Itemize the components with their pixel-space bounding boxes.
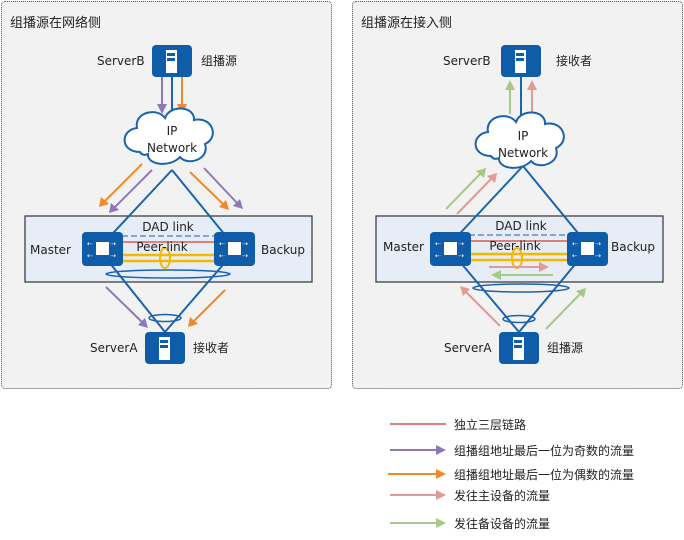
even-flow-arrowhead <box>219 200 229 210</box>
svg-text:⇢: ⇢ <box>458 252 464 260</box>
to-master-arrow <box>464 290 501 327</box>
to-backup-arrowhead <box>505 80 515 90</box>
svg-text:⇠: ⇠ <box>435 252 441 260</box>
eth-trunk-ring <box>105 269 231 279</box>
svg-text:⇠: ⇠ <box>572 252 578 260</box>
to-master-arrowhead <box>487 173 497 183</box>
svg-text:⇢: ⇢ <box>595 252 601 260</box>
peer-link-bundle <box>159 247 171 269</box>
legend-arrow-icon <box>390 518 446 528</box>
ip-network-cloud <box>474 111 565 169</box>
even-flow-arrowhead <box>99 197 109 207</box>
peer-link-label: Peer-link <box>489 239 540 253</box>
to-master-arrowhead <box>527 80 537 90</box>
serverb-role: 接收者 <box>556 53 592 68</box>
even-flow-arrow <box>189 171 225 206</box>
svg-text:⇠: ⇠ <box>87 240 93 248</box>
legend-arrow-icon <box>388 469 446 479</box>
panel-title: 组播源在接入侧 <box>361 16 453 31</box>
odd-flow-arrow <box>113 169 153 209</box>
switch-master-icon: ⇠ ⇠ ⇢ ⇢ <box>82 232 123 266</box>
even-flow-arrow <box>103 163 143 203</box>
diagram-network-side: IP Network DAD link Peer-link ⇠ ⇠ ⇢ ⇢ ⇠ <box>24 45 313 364</box>
to-master-arrowhead <box>539 262 549 272</box>
legend-arrow-icon <box>390 490 446 500</box>
dad-link-label: DAD link <box>142 220 194 234</box>
legend-arrow-icon <box>390 445 446 455</box>
link-cloud-master <box>449 165 524 245</box>
eth-trunk-ring <box>472 283 570 293</box>
switch-backup-icon: ⇠ ⇠ ⇢ ⇢ <box>214 232 255 266</box>
to-backup-arrowhead <box>476 168 486 178</box>
peer-link-label: Peer-link <box>136 240 187 254</box>
backup-label: Backup <box>611 240 655 254</box>
even-flow-arrow <box>192 289 226 323</box>
server-bond-ring <box>148 313 182 323</box>
odd-flow-arrowhead <box>233 199 243 209</box>
legend-item-even-flow: 组播组地址最后一位为偶数的流量 <box>388 464 634 484</box>
serverb-label: ServerB <box>97 54 145 68</box>
servera-icon <box>145 332 185 364</box>
to-backup-arrow <box>445 172 482 210</box>
legend-label: 组播组地址最后一位为奇数的流量 <box>454 443 635 458</box>
svg-text:⇢: ⇢ <box>110 252 116 260</box>
servera-role: 接收者 <box>193 340 229 355</box>
legend-line-icon <box>390 423 446 425</box>
even-flow-arrowhead <box>188 317 198 327</box>
to-master-arrowhead <box>460 286 470 296</box>
diagram-access-side: IP Network DAD link Peer-link ⇠ ⇠ ⇢ ⇢ ⇠ ⇠ <box>375 45 664 364</box>
master-label: Master <box>383 240 424 254</box>
to-backup-arrowhead <box>576 288 586 298</box>
serverb-icon <box>501 45 541 77</box>
odd-flow-arrow <box>203 167 239 205</box>
serverb-icon <box>152 45 192 77</box>
svg-text:⇠: ⇠ <box>87 252 93 260</box>
odd-flow-arrow <box>105 286 144 324</box>
svg-text:⇠: ⇠ <box>219 240 225 248</box>
serverb-label: ServerB <box>443 54 491 68</box>
svg-text:⇢: ⇢ <box>110 240 116 248</box>
svg-text:⇠: ⇠ <box>219 252 225 260</box>
svg-text:⇢: ⇢ <box>242 252 248 260</box>
legend-label: 发往主设备的流量 <box>454 488 551 503</box>
to-backup-arrow <box>545 292 582 330</box>
ip-network-cloud <box>123 107 214 165</box>
cloud-label-ip: IP <box>518 129 529 143</box>
servera-label: ServerA <box>444 341 492 355</box>
legend-item-to-master: 发往主设备的流量 <box>388 485 550 505</box>
legend-label: 发往备设备的流量 <box>454 516 551 531</box>
cloud-label-ip: IP <box>167 124 178 138</box>
legend-item-to-backup: 发往备设备的流量 <box>388 513 550 533</box>
to-backup-arrowhead <box>491 270 501 280</box>
switch-backup-icon: ⇠ ⇠ ⇢ ⇢ <box>567 232 608 266</box>
server-bond-ring <box>502 314 536 324</box>
odd-flow-arrowhead <box>109 203 119 213</box>
link-cloud-backup <box>522 165 588 245</box>
dad-link-label: DAD link <box>495 219 547 233</box>
panel-source-network-side: 组播源在网络侧 IP Network <box>1 1 332 389</box>
master-label: Master <box>30 243 71 257</box>
serverb-role: 组播源 <box>201 54 237 68</box>
odd-flow-arrowhead <box>138 318 148 328</box>
to-master-arrow <box>456 177 493 215</box>
cloud-label-network: Network <box>498 146 548 160</box>
svg-text:⇢: ⇢ <box>458 240 464 248</box>
servera-label: ServerA <box>90 341 138 355</box>
legend-label: 组播组地址最后一位为偶数的流量 <box>454 467 635 482</box>
cloud-label-network: Network <box>147 141 197 155</box>
backup-label: Backup <box>261 243 305 257</box>
legend-item-odd-flow: 组播组地址最后一位为奇数的流量 <box>388 440 634 460</box>
switch-master-icon: ⇠ ⇠ ⇢ ⇢ <box>430 232 471 266</box>
legend-item-l3-link: 独立三层链路 <box>388 414 526 434</box>
panel-title: 组播源在网络侧 <box>10 16 102 31</box>
svg-text:⇢: ⇢ <box>242 240 248 248</box>
servera-icon <box>499 332 539 364</box>
legend-label: 独立三层链路 <box>454 417 527 432</box>
odd-flow-arrowhead <box>157 104 167 114</box>
svg-text:⇠: ⇠ <box>572 240 578 248</box>
servera-role: 组播源 <box>547 341 583 355</box>
panel-source-access-side: 组播源在接入侧 IP Network DAD link Peer-link <box>352 1 683 389</box>
svg-text:⇠: ⇠ <box>435 240 441 248</box>
svg-text:⇢: ⇢ <box>595 240 601 248</box>
